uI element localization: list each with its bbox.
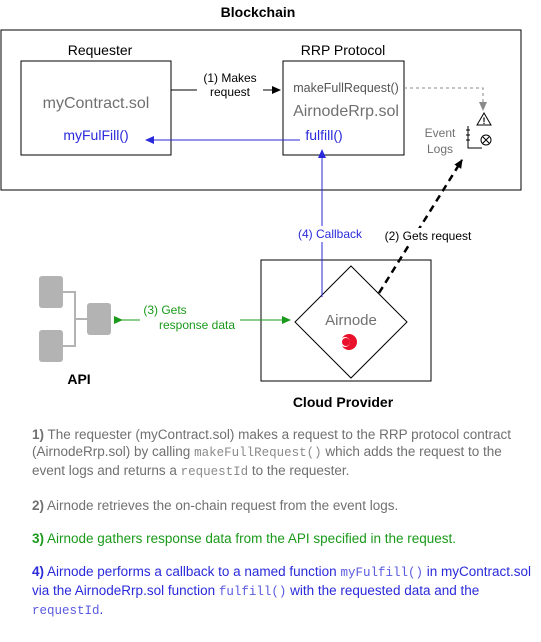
note-4-text-b: in myContract.sol via the AirnodeRrp.sol… [32, 564, 531, 598]
rrp-box [282, 60, 405, 156]
note-1: 1) The requester (myContract.sol) makes … [32, 426, 532, 481]
note-2-text: Airnode retrieves the on-chain request f… [44, 498, 399, 513]
callback-label-bg [296, 226, 364, 242]
event-logs-icon: ! [466, 112, 492, 149]
cloud-provider-title: Cloud Provider [293, 394, 394, 410]
blockchain-title: Blockchain [221, 4, 296, 20]
architecture-diagram: Blockchain Requester myContract.sol myFu… [0, 4, 522, 410]
gets-response-label-bg [140, 302, 240, 332]
airnode-logo-icon [340, 334, 357, 350]
note-4-text-d: . [99, 602, 104, 617]
requester-function-label: myFulFill() [63, 127, 128, 143]
airnode-diamond [294, 265, 408, 379]
gets-request-arrow [377, 159, 464, 294]
rrp-title: RRP Protocol [301, 42, 386, 58]
note-3-number: 3) [32, 531, 45, 546]
note-1-code-a: makeFullRequest() [194, 446, 322, 460]
note-4-code-c: requestId [32, 604, 100, 618]
makes-request-label-line2: request [210, 85, 251, 99]
note-1-code-b: requestId [180, 465, 249, 479]
callback-label: (4) Callback [298, 227, 363, 241]
api-label: API [67, 371, 90, 387]
gets-response-label-line1: (3) Gets [143, 303, 186, 317]
note-4-code-b: fulfill() [218, 585, 287, 599]
api-icon [39, 276, 111, 362]
event-logs-label-line1: Event [425, 126, 456, 140]
svg-text:!: ! [483, 116, 486, 126]
makes-request-label-bg [197, 70, 263, 100]
requester-contract-label: myContract.sol [43, 95, 150, 112]
note-1-text-b: which adds the request to the event logs… [32, 444, 502, 478]
gets-request-label: (2) Gets request [385, 229, 472, 243]
note-4: 4) Airnode performs a callback to a name… [32, 563, 532, 620]
explanation-notes: 1) The requester (myContract.sol) makes … [32, 426, 532, 636]
requester-title: Requester [68, 42, 133, 58]
note-4-number: 4) [32, 564, 45, 579]
note-4-text-a: Airnode performs a callback to a named f… [44, 564, 341, 579]
note-2-number: 2) [32, 498, 45, 513]
makes-request-label-line1: (1) Makes [203, 71, 256, 85]
note-1-text-c: to the requester. [248, 463, 350, 478]
airnode-label: Airnode [325, 312, 377, 329]
event-logs-label-line2: Logs [427, 142, 453, 156]
gets-request-label-bg [384, 228, 472, 244]
note-2: 2) Airnode retrieves the on-chain reques… [32, 497, 532, 514]
gets-response-label-line2: response data [159, 318, 235, 332]
note-1-text-a: The requester (myContract.sol) makes a r… [32, 427, 511, 459]
fulfill-label: fulfill() [305, 127, 342, 143]
note-1-number: 1) [32, 427, 45, 442]
event-log-dashed-arrow [404, 87, 487, 111]
note-4-code-a: myFulfill() [340, 566, 423, 580]
rrp-contract-label: AirnodeRrp.sol [293, 103, 399, 120]
note-3: 3) Airnode gathers response data from th… [32, 530, 532, 547]
make-full-request-label: makeFullRequest() [293, 81, 399, 95]
note-4-text-c: with the requested data and the [286, 583, 480, 598]
note-3-text: Airnode gathers response data from the A… [44, 531, 457, 546]
